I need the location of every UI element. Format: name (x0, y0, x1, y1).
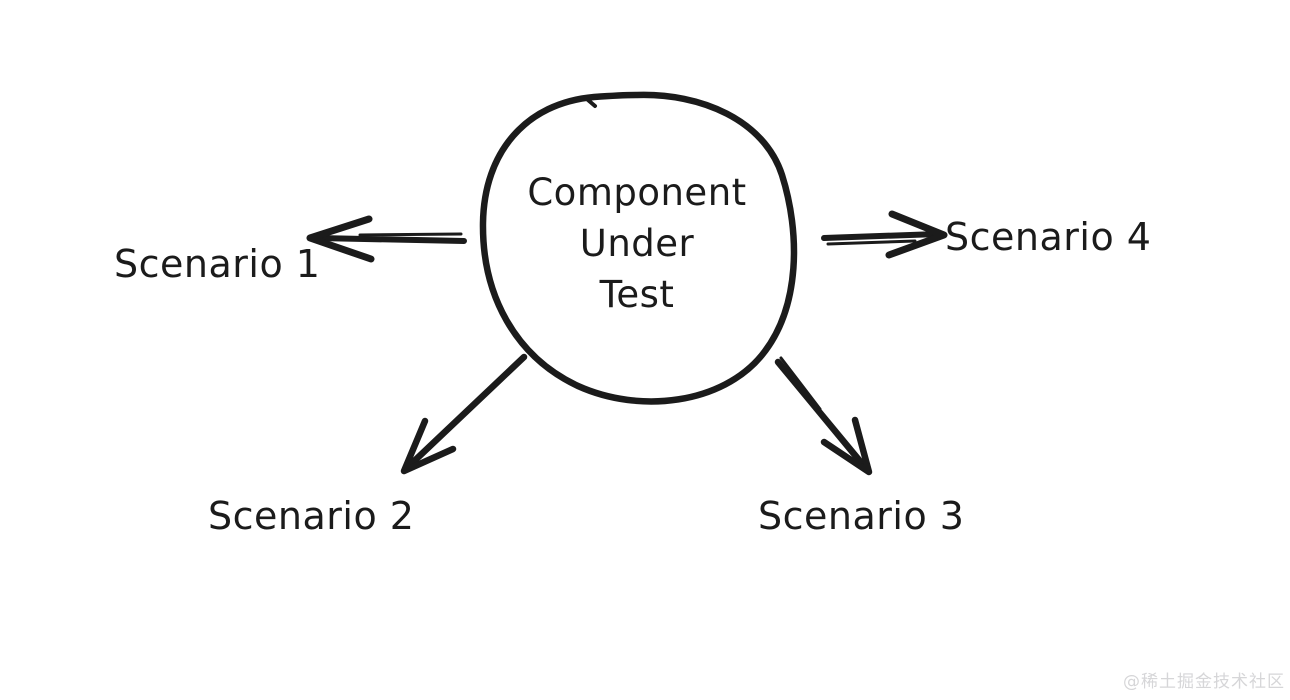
center-node-line-2: Under (580, 222, 695, 265)
arrow-shaft-scenario-4 (821, 231, 941, 241)
edge-label-scenario-1: Scenario 1 (114, 242, 320, 286)
arrow-head-scenario-2 (400, 417, 457, 475)
arrow-shaft-scenario-1 (315, 235, 467, 244)
component-circle-outline (479, 91, 798, 405)
watermark: @稀土掘金技术社区 (1123, 672, 1285, 692)
edge-scenario-3[interactable]: Scenario 3 (758, 356, 964, 538)
pen-start-mark (586, 98, 597, 108)
edge-label-scenario-2: Scenario 2 (208, 494, 414, 538)
arrow-shaft-scenario-3 (774, 358, 868, 470)
edge-label-scenario-3: Scenario 3 (758, 494, 964, 538)
edge-label-scenario-4: Scenario 4 (945, 215, 1151, 259)
edge-scenario-4[interactable]: Scenario 4 (821, 210, 1151, 259)
arrow-head-scenario-4 (885, 210, 948, 259)
arrow-shaft-scenario-2 (406, 353, 528, 469)
arrow-head-scenario-1 (306, 215, 375, 263)
center-node-line-1: Component (527, 171, 746, 214)
arrow-shaft-scenario-4-double (826, 239, 917, 246)
center-node[interactable]: Component Under Test (479, 91, 798, 405)
arrow-shaft-scenario-3-double (779, 356, 822, 411)
center-node-line-3: Test (599, 273, 675, 316)
edge-scenario-2[interactable]: Scenario 2 (208, 353, 528, 538)
arrow-head-scenario-3 (820, 416, 873, 476)
arrow-shaft-scenario-1-double (358, 232, 463, 237)
edge-scenario-1[interactable]: Scenario 1 (114, 215, 467, 286)
